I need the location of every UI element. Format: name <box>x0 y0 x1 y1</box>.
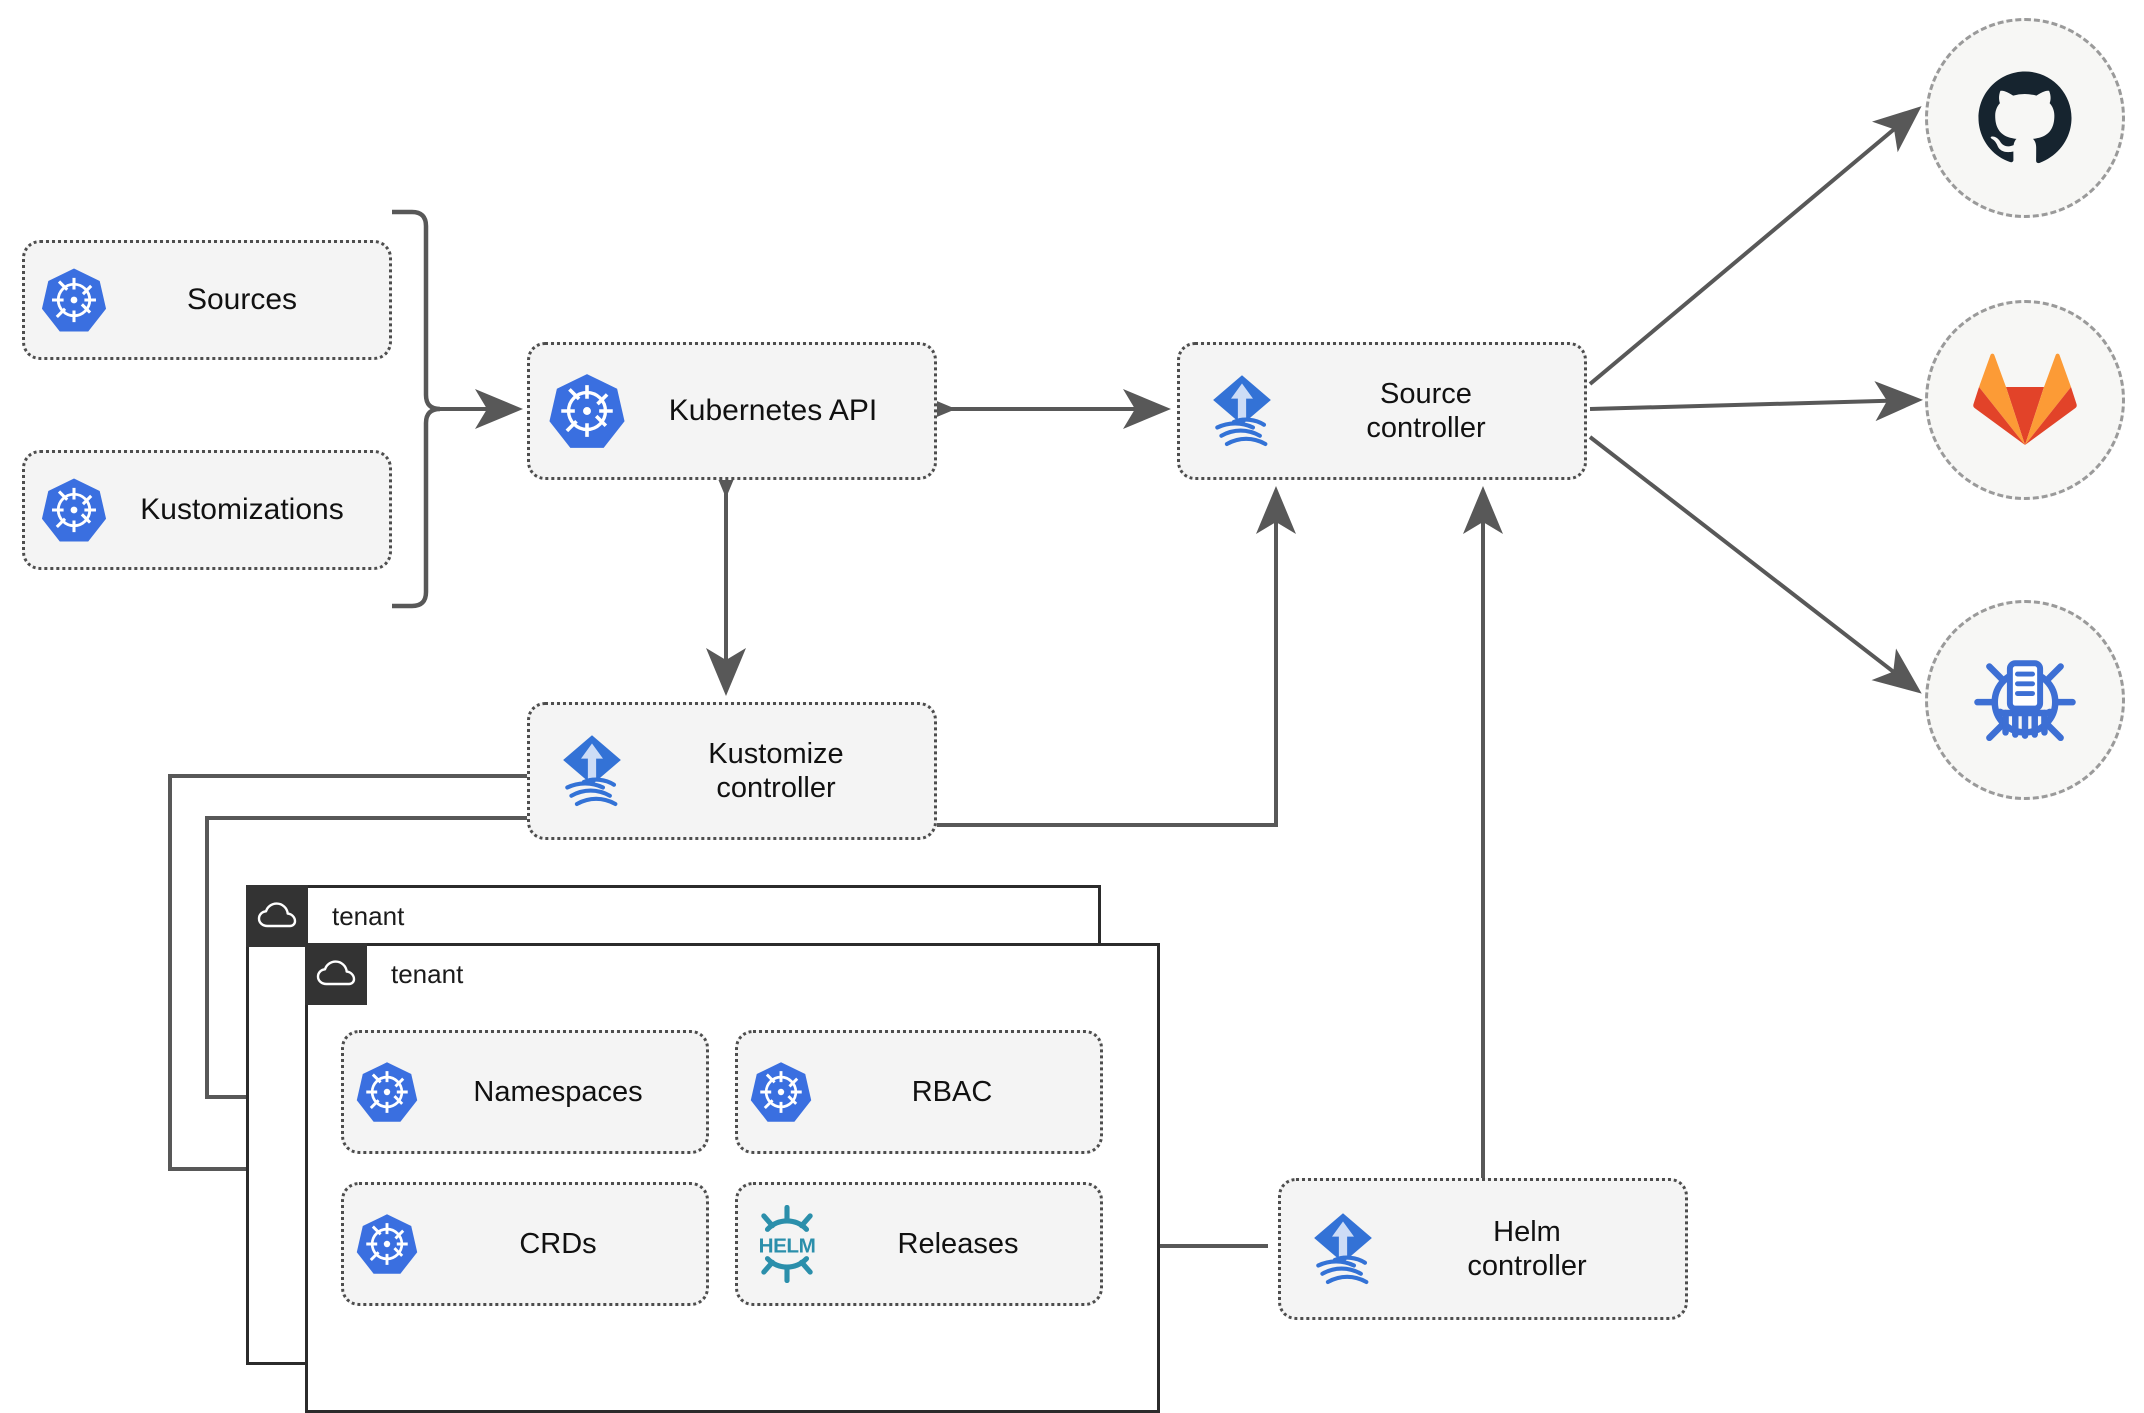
kubernetes-icon <box>39 265 109 335</box>
edge-source-bucket <box>1588 435 1922 694</box>
helm-repository-icon <box>1974 660 2076 742</box>
edge-kustomize-source <box>937 486 1296 827</box>
provider-gitlab[interactable] <box>1925 300 2125 500</box>
provider-helm-repository[interactable] <box>1925 600 2125 800</box>
node-kubernetes-api[interactable]: Kubernetes API <box>527 342 937 480</box>
kubernetes-icon <box>546 370 628 452</box>
node-kustomizations[interactable]: Kustomizations <box>22 450 392 570</box>
svg-text:HELM: HELM <box>759 1235 816 1258</box>
node-crds-label: CRDs <box>519 1227 597 1260</box>
edge-source-github <box>1588 106 1922 386</box>
node-rbac[interactable]: RBAC <box>735 1030 1103 1154</box>
flux-icon <box>1198 367 1286 455</box>
tenant-header-inner: tenant <box>305 943 463 1005</box>
node-crds[interactable]: CRDs <box>341 1182 709 1306</box>
helm-icon: HELM <box>748 1205 826 1283</box>
node-kustomizations-label: Kustomizations <box>140 493 344 527</box>
provider-github[interactable] <box>1925 18 2125 218</box>
flux-icon <box>1299 1205 1387 1293</box>
tenant-label-outer: tenant <box>332 900 405 931</box>
node-source-controller[interactable]: Source controller <box>1177 342 1587 480</box>
node-kustomize-controller[interactable]: Kustomize controller <box>527 702 937 840</box>
node-releases-label: Releases <box>897 1227 1019 1260</box>
node-sources[interactable]: Sources <box>22 240 392 360</box>
kubernetes-icon <box>39 475 109 545</box>
node-namespaces-label: Namespaces <box>473 1075 643 1108</box>
gitlab-icon <box>1973 353 2077 445</box>
input-group-bracket <box>392 209 441 609</box>
node-rbac-label: RBAC <box>911 1075 993 1108</box>
node-namespaces[interactable]: Namespaces <box>341 1030 709 1154</box>
flux-icon <box>548 727 636 815</box>
node-kustomize-controller-label: Kustomize controller <box>708 737 844 804</box>
github-icon <box>1978 71 2072 164</box>
node-source-controller-label: Source controller <box>1366 377 1486 444</box>
tenant-label-inner: tenant <box>391 958 464 989</box>
edge-source-gitlab <box>1589 381 1923 422</box>
tenant-header-outer: tenant <box>246 885 404 947</box>
node-releases[interactable]: HELM Releases <box>735 1182 1103 1306</box>
kubernetes-icon <box>354 1059 420 1125</box>
node-sources-label: Sources <box>186 283 298 317</box>
node-helm-controller-label: Helm controller <box>1467 1215 1587 1282</box>
kubernetes-icon <box>354 1211 420 1277</box>
node-helm-controller[interactable]: Helm controller <box>1278 1178 1688 1320</box>
cloud-icon <box>305 943 367 1005</box>
tenant-container-inner: tenant <box>305 943 1160 1413</box>
kubernetes-icon <box>748 1059 814 1125</box>
node-kubernetes-api-label: Kubernetes API <box>668 394 878 428</box>
cloud-icon <box>246 885 308 947</box>
